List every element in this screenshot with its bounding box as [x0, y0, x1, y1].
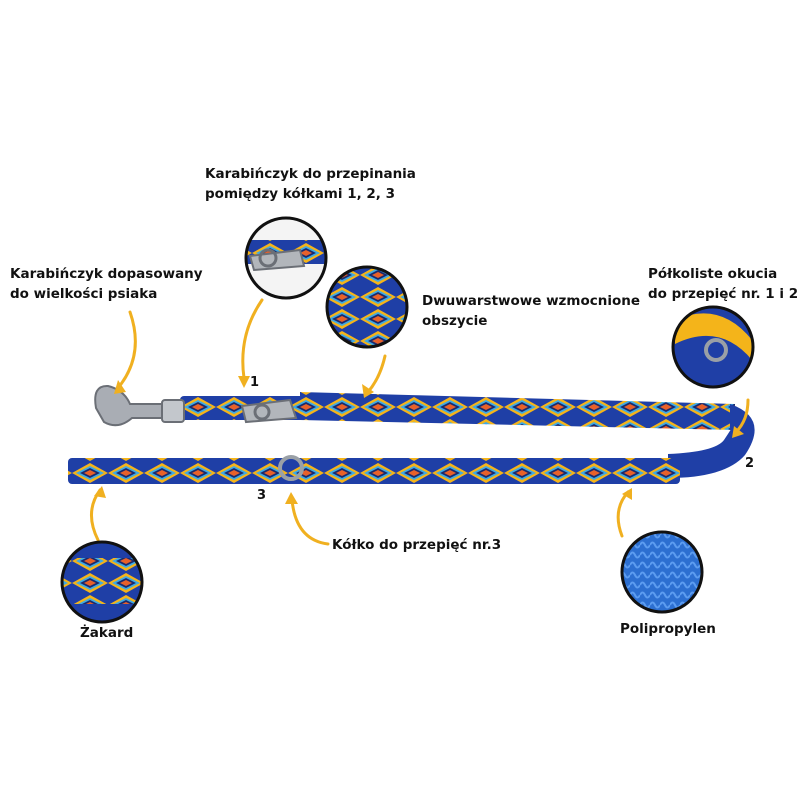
number-3: 3	[257, 488, 267, 503]
label-polypropylene: Polipropylen	[620, 621, 716, 637]
arrowhead-ring3	[285, 492, 298, 504]
zoom-fittings	[671, 305, 755, 389]
arrow-stitching	[366, 354, 387, 394]
strap-curve	[668, 404, 755, 478]
arrow-polypropylene	[616, 490, 630, 538]
zoom-carabiner-switch	[244, 216, 328, 300]
zoom-jacquard	[60, 540, 144, 624]
label-carabiner-switch-2: pomiędzy kółkami 1, 2, 3	[205, 186, 396, 202]
ring-3	[278, 455, 304, 481]
label-stitching-1: Dwuwarstwowe wzmocnione	[422, 293, 641, 309]
carabiner-left	[94, 384, 185, 427]
label-jacquard: Żakard	[80, 625, 134, 641]
arrowhead-polypropylene	[622, 488, 632, 500]
label-fittings-1: Półkoliste okucia	[648, 266, 778, 282]
arrow-ring3	[290, 498, 330, 546]
number-2: 2	[745, 456, 755, 471]
arrowhead-carabiner-fit	[114, 380, 126, 394]
arrow-carabiner-fit	[116, 310, 137, 390]
arrow-carabiner-switch	[241, 298, 264, 380]
label-fittings-2: do przepięć nr. 1 i 2	[648, 286, 799, 302]
lower-strap	[68, 458, 680, 484]
zoom-stitching	[325, 265, 409, 349]
arrowhead-stitching	[362, 384, 374, 398]
arrowhead-carabiner-switch	[238, 376, 250, 388]
arrow-jacquard	[90, 488, 102, 542]
number-1: 1	[250, 375, 260, 390]
carabiner-middle	[240, 398, 298, 424]
arrowhead-fittings	[732, 426, 744, 438]
label-carabiner-fit-1: Karabińczyk dopasowany	[10, 266, 203, 282]
label-carabiner-fit-2: do wielkości psiaka	[10, 286, 158, 302]
label-stitching-2: obszycie	[422, 313, 488, 329]
label-ring3: Kółko do przepięć nr.3	[332, 537, 502, 553]
arrowhead-jacquard	[94, 486, 106, 498]
label-carabiner-switch-1: Karabińczyk do przepinania	[205, 166, 416, 182]
zoom-polypropylene	[620, 530, 704, 614]
